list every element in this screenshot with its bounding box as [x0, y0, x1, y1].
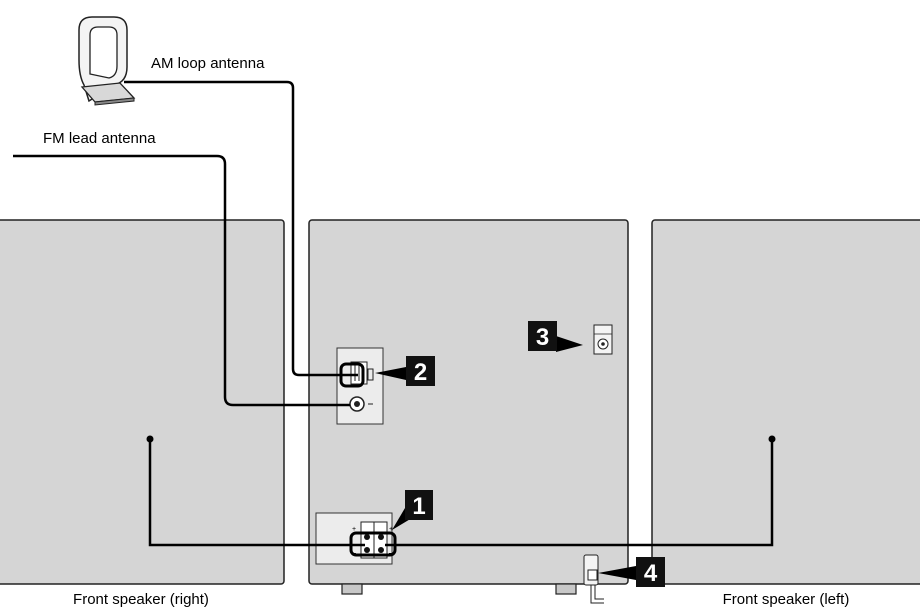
speaker-terminal-posts: [364, 534, 384, 553]
callout-4: 4: [636, 557, 665, 587]
front-speaker-right-label: Front speaker (right): [73, 591, 209, 608]
callout-3: 3: [528, 321, 557, 351]
main-unit-foot-left: [341, 583, 363, 595]
callout-2: 2: [406, 356, 435, 386]
right-speaker-wire: [148, 439, 365, 547]
left-speaker-terminal-dot: [768, 435, 776, 443]
front-speaker-left-label: Front speaker (left): [723, 591, 850, 608]
front-speaker-right-panel: [0, 219, 285, 585]
wires: [13, 80, 774, 547]
am-loop-antenna-icon: [78, 16, 136, 106]
speaker-connector-highlight: [349, 531, 397, 557]
am-loop-antenna-label: AM loop antenna: [151, 55, 265, 72]
callout-3-label: 3: [536, 324, 549, 351]
power-socket: [593, 324, 613, 355]
main-unit-foot-right: [555, 583, 577, 595]
callout-2-label: 2: [414, 359, 427, 386]
callout-1: 1: [405, 490, 433, 520]
terminal-plus-left: +: [352, 526, 356, 533]
callout-1-label: 1: [412, 493, 425, 520]
am-connector-highlight: [339, 362, 365, 388]
terminal-plus-right: +: [389, 526, 393, 533]
left-speaker-wire: [385, 439, 774, 547]
main-unit-panel: [308, 219, 629, 585]
right-speaker-terminal-dot: [146, 435, 154, 443]
front-speaker-left-panel: [651, 219, 920, 585]
fm-antenna-wire: [13, 154, 350, 407]
am-antenna-wire: [124, 80, 358, 377]
callout-4-label: 4: [644, 560, 658, 587]
fm-lead-antenna-label: FM lead antenna: [43, 130, 156, 147]
power-cord-plug: [583, 554, 604, 604]
